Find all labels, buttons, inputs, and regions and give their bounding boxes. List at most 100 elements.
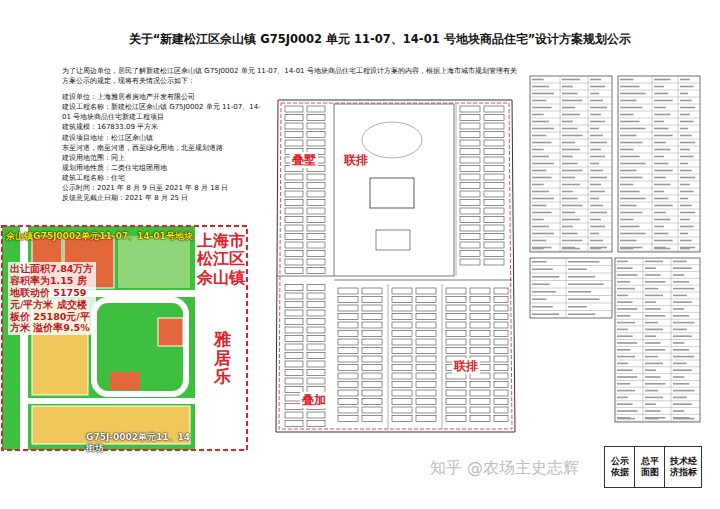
house-footprint bbox=[494, 288, 508, 294]
location-map bbox=[2, 226, 195, 450]
index-table bbox=[532, 276, 559, 278]
index-table bbox=[617, 342, 637, 344]
house-footprint bbox=[484, 166, 504, 172]
house-footprint bbox=[484, 208, 504, 214]
house-footprint bbox=[416, 331, 436, 337]
index-table bbox=[645, 329, 663, 331]
index-table bbox=[532, 170, 546, 172]
index-table bbox=[680, 240, 692, 242]
index-table bbox=[562, 149, 580, 151]
house-footprint bbox=[285, 208, 303, 214]
notice-line: 建设用地范围：同上 bbox=[62, 153, 267, 163]
house-footprint bbox=[285, 106, 303, 112]
index-table bbox=[618, 167, 700, 168]
index-table bbox=[645, 363, 663, 365]
index-table bbox=[590, 170, 603, 172]
index-table bbox=[654, 135, 673, 137]
house-footprint bbox=[416, 314, 436, 320]
index-table bbox=[566, 258, 567, 318]
index-table bbox=[615, 380, 700, 381]
house-footprint bbox=[307, 412, 325, 418]
house-footprint bbox=[470, 322, 490, 328]
house-footprint bbox=[392, 356, 412, 362]
index-table bbox=[680, 247, 695, 249]
house-footprint bbox=[307, 174, 325, 180]
house-footprint bbox=[307, 268, 325, 274]
index-table bbox=[615, 292, 700, 293]
house-footprint bbox=[470, 305, 490, 311]
index-table bbox=[680, 184, 690, 186]
index-table bbox=[590, 205, 603, 207]
index-table bbox=[673, 281, 689, 283]
index-table bbox=[654, 128, 668, 130]
index-table bbox=[620, 198, 646, 200]
house-footprint bbox=[362, 305, 382, 311]
house-footprint bbox=[362, 288, 382, 294]
index-table bbox=[530, 125, 612, 126]
index-table bbox=[620, 212, 643, 214]
index-table bbox=[532, 306, 553, 308]
house-footprint bbox=[338, 416, 358, 422]
index-table bbox=[618, 251, 700, 252]
house-footprint bbox=[460, 115, 480, 121]
index-table bbox=[615, 312, 700, 313]
index-table bbox=[530, 174, 612, 175]
index-table bbox=[562, 142, 575, 144]
house-footprint bbox=[392, 297, 412, 303]
house-footprint bbox=[460, 106, 480, 112]
house-footprint bbox=[392, 382, 412, 388]
index-table bbox=[680, 93, 688, 95]
house-footprint bbox=[416, 407, 436, 413]
notice-line: 建设项目地址：松江区佘山镇 bbox=[62, 133, 267, 143]
notice-line: 公示时间：2021 年 8 月 9 日至 2021 年 8 月 18 日 bbox=[62, 183, 267, 193]
location-map bbox=[2, 226, 247, 450]
index-table bbox=[562, 79, 580, 81]
index-table bbox=[654, 163, 668, 165]
index-table bbox=[590, 135, 603, 137]
house-footprint bbox=[338, 399, 358, 405]
index-table bbox=[615, 264, 700, 265]
index-table bbox=[673, 329, 687, 331]
house-footprint bbox=[285, 412, 303, 418]
house-footprint bbox=[494, 339, 508, 345]
index-table bbox=[618, 223, 700, 224]
index-table bbox=[618, 153, 700, 154]
house-footprint bbox=[285, 310, 303, 316]
house-footprint bbox=[416, 339, 436, 345]
index-box: 总平面图 bbox=[634, 446, 666, 488]
index-table bbox=[530, 310, 612, 311]
index-table bbox=[673, 376, 684, 378]
house-footprint bbox=[446, 382, 466, 388]
index-table bbox=[562, 100, 582, 102]
index-table bbox=[530, 209, 612, 210]
house-footprint bbox=[484, 132, 504, 138]
page-title: 关于“新建松江区佘山镇 G75J0002 单元 11-07、14-01 号地块商… bbox=[70, 32, 690, 47]
index-table bbox=[530, 83, 612, 84]
index-table bbox=[680, 128, 688, 130]
house-footprint bbox=[416, 382, 436, 388]
notice-line: 建设工程名称：新建松江区佘山镇 G75J0002 单元 11-07、14-01 … bbox=[62, 102, 267, 122]
house-footprint bbox=[484, 251, 504, 257]
house-footprint bbox=[285, 251, 303, 257]
site-plan bbox=[334, 104, 454, 276]
location-map bbox=[158, 318, 183, 346]
index-table bbox=[620, 107, 643, 109]
index-table bbox=[654, 226, 664, 228]
house-footprint bbox=[285, 225, 303, 231]
index-table bbox=[645, 403, 656, 405]
house-footprint bbox=[362, 331, 382, 337]
index-table bbox=[615, 373, 700, 374]
index-table bbox=[617, 288, 635, 290]
index-table bbox=[617, 295, 628, 297]
house-footprint bbox=[338, 348, 358, 354]
house-footprint bbox=[484, 174, 504, 180]
house-footprint bbox=[484, 106, 504, 112]
house-footprint bbox=[285, 319, 303, 325]
index-table bbox=[673, 390, 694, 392]
index-table bbox=[590, 191, 605, 193]
house-footprint bbox=[446, 416, 466, 422]
house-footprint bbox=[285, 242, 303, 248]
house-footprint bbox=[285, 370, 303, 376]
site-plan bbox=[276, 276, 334, 277]
index-table bbox=[590, 248, 601, 250]
